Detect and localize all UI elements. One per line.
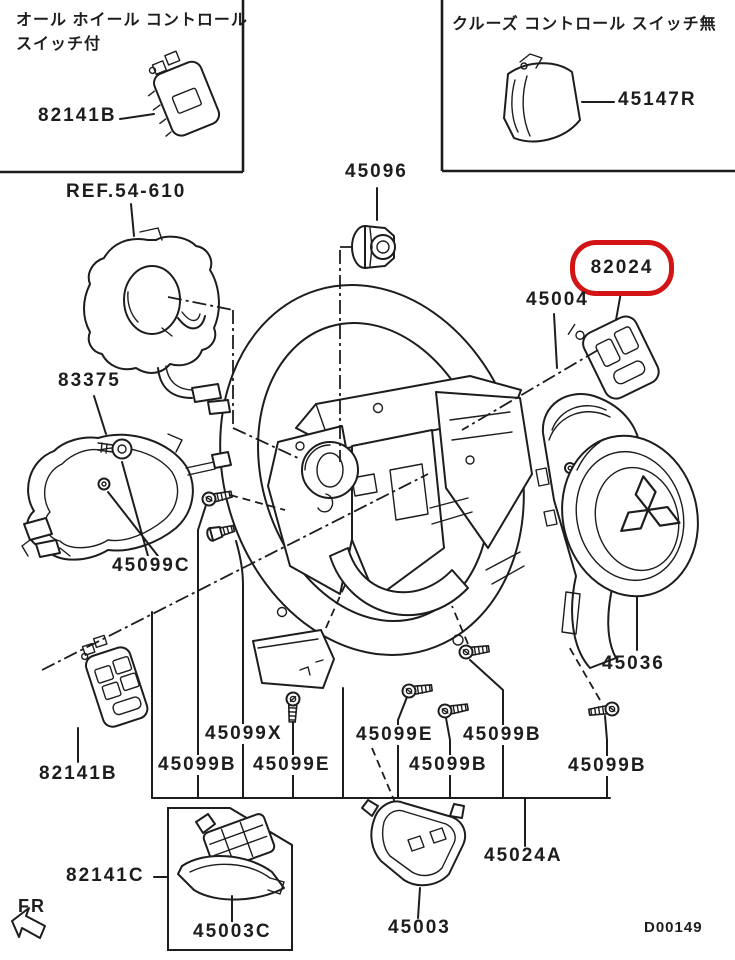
- all-wheel-control-caption-line2: スイッチ付: [16, 36, 102, 53]
- harness-drawing: [21, 433, 232, 561]
- clock-spring-drawing: [83, 227, 231, 415]
- leader-82024: [615, 291, 622, 321]
- label-ladder-lines: [151, 504, 611, 847]
- screw-icon: [97, 438, 133, 460]
- part-label-45003c: 45003C: [191, 921, 274, 942]
- part-label-82141b-lower: 82141B: [37, 763, 120, 784]
- part-label-82141b-top: 82141B: [36, 105, 119, 126]
- switch-82141b-lower-drawing: [80, 634, 149, 728]
- nut-45096-drawing: [351, 225, 396, 269]
- airbag-module-drawing: [535, 393, 699, 669]
- column-cover-45003-drawing: [361, 799, 467, 887]
- screw-icons: [200, 486, 621, 724]
- part-label-45099e-bottom: 45099E: [251, 754, 333, 775]
- diagram-code: D00149: [644, 919, 703, 936]
- switch-82024-drawing: [567, 315, 660, 400]
- switch-82141b-top-drawing: [147, 50, 221, 137]
- steering-wheel-drawing: [219, 284, 533, 656]
- part-label-45099b-top: 45099B: [461, 724, 544, 745]
- highlight-82024: 82024: [570, 240, 674, 296]
- part-label-45036: 45036: [602, 653, 665, 674]
- part-label-45147r: 45147R: [616, 89, 699, 110]
- part-label-45099b-left: 45099B: [156, 754, 239, 775]
- lower-cover-piece-drawing: [252, 629, 335, 689]
- fr-label: FR: [18, 896, 46, 916]
- cruise-control-caption: クルーズ コントロール スイッチ無: [452, 16, 717, 33]
- leader-45099c: [107, 461, 159, 557]
- leader-ref: [130, 203, 135, 237]
- all-wheel-control-box-border: [0, 0, 245, 174]
- cover-box-82141c: [167, 807, 293, 951]
- all-wheel-control-caption-line1: オール ホイール コントロール: [16, 12, 248, 29]
- part-label-45099e-top: 45099E: [354, 724, 436, 745]
- part-label-45099b-right: 45099B: [566, 755, 649, 776]
- part-label-45096: 45096: [343, 161, 410, 182]
- mitsubishi-logo: [620, 475, 681, 533]
- part-label-83375: 83375: [58, 370, 121, 391]
- part-label-45024a: 45024A: [484, 845, 563, 866]
- leader-45003: [417, 887, 421, 919]
- construction-lines: [41, 246, 601, 839]
- part-label-45004: 45004: [526, 289, 589, 310]
- part-label-82141c: 82141C: [66, 865, 145, 886]
- leader-45004: [553, 313, 558, 369]
- cruise-control-box-border: [440, 0, 735, 173]
- cruise-switch-45147r-drawing: [503, 53, 581, 143]
- part-label-45003: 45003: [388, 917, 451, 938]
- leader-82141b-top: [119, 113, 155, 120]
- part-label-45099b-mid: 45099B: [407, 754, 490, 775]
- leader-83375: [93, 395, 107, 435]
- part-label-45099x: 45099X: [203, 723, 285, 744]
- part-label-82024: 82024: [590, 257, 654, 279]
- reference-label: REF.54-610: [66, 181, 187, 202]
- part-label-45099c: 45099C: [110, 555, 193, 576]
- fr-direction-arrow: [11, 907, 46, 939]
